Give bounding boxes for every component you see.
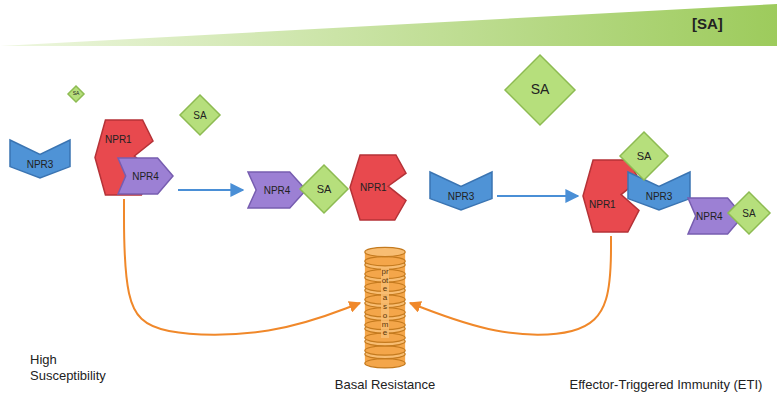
protein-name: SA (531, 82, 550, 97)
protein-name: NPR1 (360, 182, 387, 193)
state-label: Basal Resistance (305, 377, 465, 393)
sa-diamond: SA (300, 165, 348, 213)
protein-name: SA (317, 183, 332, 195)
protein-name: NPR3 (448, 191, 475, 202)
protein-name: NPR4 (132, 171, 159, 182)
sa-diamond: SA (728, 192, 770, 234)
sa-diamond: SA (68, 86, 84, 102)
shape-fill (10, 140, 70, 178)
sa-diamond: SA (505, 55, 575, 125)
shape-fill (300, 165, 348, 213)
sa-gradient-wedge (0, 4, 777, 46)
protein-name: NPR3 (646, 191, 673, 202)
state-label: Effector-Triggered Immunity (ETI) (560, 377, 772, 393)
protein-name: NPR4 (696, 211, 723, 222)
proteasome-ring-edge (365, 257, 405, 266)
shape-fill (180, 95, 220, 135)
shape-fill (728, 192, 770, 234)
proteasome-ring-top (365, 247, 405, 256)
shape-fill (248, 172, 306, 208)
transition-arrow (497, 195, 578, 197)
protein-name: SA (742, 208, 755, 219)
shape-fill (505, 55, 575, 125)
protein-shape: NPR4 (248, 172, 306, 208)
protein-name: SA (73, 91, 80, 97)
protein-name: NPR3 (27, 159, 54, 170)
shape-fill (430, 172, 492, 210)
complex-name: proteasome (381, 268, 389, 338)
shape-fill (350, 155, 406, 220)
protein-shape: NPR3 (430, 172, 492, 210)
degradation-arrow (410, 236, 611, 335)
transition-arrow (178, 189, 243, 191)
protein-name: SA (637, 150, 652, 162)
sa-diamond: SA (180, 95, 220, 135)
proteasome-ring-edge (365, 359, 405, 368)
protein-shape: NPR3 (628, 172, 690, 210)
sa-diamond: SA (620, 132, 668, 180)
degradation-arrow (124, 199, 360, 335)
proteasome-ring-edge (365, 346, 405, 355)
protein-name: NPR1 (105, 134, 132, 145)
protein-shape: NPR1 (350, 155, 406, 220)
proteasome-cylinder: proteasome (364, 245, 406, 361)
axis-label: [SA] (692, 15, 762, 33)
shape-fill (118, 158, 173, 194)
state-label: High Susceptibility (30, 352, 130, 383)
protein-shape: NPR4 (118, 158, 173, 194)
protein-name: NPR4 (264, 185, 291, 196)
protein-name: NPR1 (589, 199, 616, 210)
shape-fill (628, 172, 690, 210)
shape-fill (68, 86, 84, 102)
protein-shape: NPR3 (10, 140, 70, 178)
protein-name: SA (193, 110, 206, 121)
